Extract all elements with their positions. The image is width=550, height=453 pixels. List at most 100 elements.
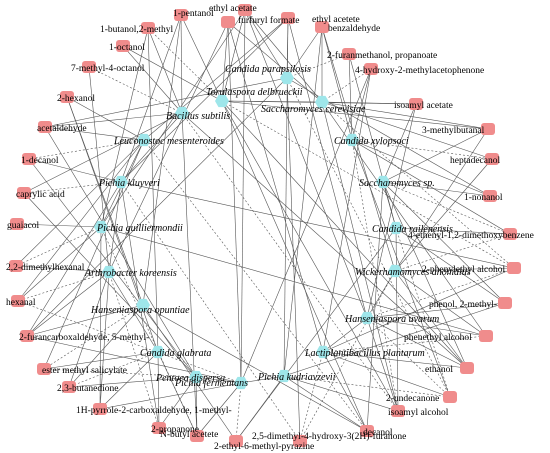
microbe-node-hanseniaspora-opuntiae — [136, 298, 150, 312]
edge-arthrobacter-koreensis-2-furancarboxaldehyde-5-methyl — [26, 271, 110, 337]
edge-hanseniaspora-uvarum-ethyl-acetete — [287, 17, 368, 319]
compound-label-1-decanol: 1-decanol — [21, 156, 59, 166]
edge-lactiplantibacillus-plantarum-2-phenylethyl-alcohol — [322, 267, 515, 353]
edge-arthrobacter-koreensis-7-methyl-4-octanol — [88, 66, 110, 273]
compound-node-2-undecanone — [443, 391, 457, 403]
edge-lactiplantibacillus-plantarum-phenethyl-alcohol — [322, 335, 487, 353]
edge-leuconostoc-mesenteroides-decanol — [143, 139, 368, 432]
compound-node-4-hydroxy-2-methylacetophenone — [364, 63, 378, 75]
edge-candida-railenensis-2-ethyl-6-methyl-pyrazine — [235, 227, 397, 442]
edge-leuconostoc-mesenteroides-ethyl-acetete — [143, 17, 289, 141]
microbe-label-saccharomyces-sp: Saccharomyces sp. — [359, 178, 435, 189]
microbe-node-saccharomyces-cerevisiae — [315, 95, 329, 109]
microbe-label-lactiplantibacillus-plantarum: Lactiplantibacillus plantarum — [304, 348, 425, 359]
edge-wickerhamomyces-anomalus-2-5-dimethyl-4-hydroxy-3-2h-furanone — [299, 270, 396, 442]
edge-wickerhamomyces-anomalus-phenethyl-alcohol — [394, 270, 487, 337]
edge-pichia-guilliermondii-2-2-dimethylhexanal — [15, 226, 102, 267]
edge-candida-glabrata-1h-pyrrole-2-carboxaldehyde-1-methyl — [99, 351, 159, 410]
edge-bacillus-subtilis-acetaldehyde — [44, 112, 183, 128]
edge-arthrobacter-koreensis-candida-glabrata — [108, 271, 159, 353]
edge-bacillus-subtilis-ethanol — [181, 112, 468, 369]
edge-torulaspora-delbrueckii-isoamyl-alcohol — [221, 100, 399, 412]
edge-pichia-kluyveri-caprylic-acid — [23, 181, 122, 194]
compound-label-7-methyl-4-octanol: 7-methyl-4-octanol — [71, 64, 145, 74]
edge-pichia-kudriavzevii-2-ethyl-6-methyl-pyrazine — [235, 375, 285, 442]
edge-pentoea-dispersa-acetaldehyde — [44, 126, 197, 378]
edge-hanseniaspora-uvarum-phenol-2-methyl — [366, 302, 506, 319]
edge-pichia-guilliermondii-guaiacol — [16, 223, 102, 228]
edge-leuconostoc-mesenteroides-hexanal — [17, 139, 145, 302]
edge-pichia-kudriavzevii-pichia-fermentans — [240, 375, 285, 384]
edge-pentoea-dispersa-2-propanone — [158, 376, 197, 429]
compound-label-acetaldehyde: acetaldehyde — [37, 124, 87, 134]
compound-label-1-octanol: 1-octanol — [109, 43, 145, 53]
compound-label-isoamyl-acetate: isoamyl acetate — [394, 101, 453, 111]
edge-candida-glabrata-ester-methyl-salicylate — [43, 351, 159, 370]
edge-hanseniaspora-uvarum-phenethyl-alcohol — [366, 317, 487, 337]
edge-arthrobacter-koreensis-furfuryl-formate — [108, 21, 229, 273]
edge-pichia-guilliermondii-1-butanol-2-methyl — [100, 27, 149, 228]
microbe-node-torulaspora-delbrueckii — [215, 94, 229, 108]
edge-pichia-fermentans-2-ethyl-6-methyl-pyrazine — [235, 382, 242, 442]
compound-node-guaiacol — [10, 218, 24, 230]
compound-node-hexanal — [11, 295, 25, 307]
edge-wickerhamomyces-anomalus-3-methylbutanal — [394, 128, 489, 272]
microbe-node-pichia-kudriavzevii — [277, 369, 291, 383]
compound-node-2-phenylethyl-alcohol — [507, 262, 521, 274]
edge-arthrobacter-koreensis-2-propanone — [108, 271, 160, 429]
edge-saccharomyces-sp-ethanol — [382, 181, 468, 369]
microbe-node-lactiplantibacillus-plantarum — [316, 345, 330, 359]
microbe-label-wickerhamomyces-anomalus: Wickerhamomyces anomalus — [355, 267, 471, 278]
edge-saccharomyces-cerevisiae-3-methylbutanal — [321, 101, 489, 130]
compound-label-2-3-butanedione: 2,3-butanedione — [57, 384, 118, 394]
microbe-label-candida-parapsilosis: Candida parapsilosis — [225, 64, 311, 75]
compound-node-1-pentanol — [174, 9, 188, 21]
compound-label-benzaldehyde: benzaldehyde — [328, 24, 380, 34]
edge-hanseniaspora-uvarum-lactiplantibacillus-plantarum — [322, 317, 368, 353]
edge-saccharomyces-sp-candida-railenensis — [382, 181, 397, 229]
compound-label-decanol: decanol — [363, 428, 393, 438]
compound-label-1-nonanol: 1-nonanol — [464, 193, 503, 203]
edge-torulaspora-delbrueckii-1-pentanol — [180, 14, 223, 102]
edge-pentoea-dispersa-2-3-butanedione — [68, 376, 197, 388]
microbe-node-hanseniaspora-uvarum — [360, 311, 374, 325]
edge-saccharomyces-sp-1-nonanol — [382, 181, 491, 197]
edge-wickerhamomyces-anomalus-4-ethenyl-1-2-dimethoxybenzene — [394, 233, 511, 272]
microbe-label-pichia-guilliermondii: Pichia guilliermondii — [96, 223, 183, 234]
edge-torulaspora-delbrueckii-ethanol — [221, 100, 468, 369]
edge-pichia-fermentans-1h-pyrrole-2-carboxaldehyde-1-methyl — [99, 382, 242, 410]
edge-hanseniaspora-uvarum-ethyl-acetate — [244, 9, 368, 319]
compound-label-ethanol: ethanol — [425, 365, 453, 375]
edge-wickerhamomyces-anomalus-hanseniaspora-uvarum — [366, 270, 396, 319]
edge-saccharomyces-cerevisiae-ethyl-acetate — [244, 9, 323, 103]
microbe-label-candida-glabrata: Candida glabrata — [140, 348, 211, 359]
compound-label-2-2-dimethylhexanal: 2,2-dimethylhexanal — [6, 263, 85, 273]
compound-node-ethanol — [460, 362, 474, 374]
edge-pichia-kluyveri-arthrobacter-koreensis — [108, 181, 122, 273]
compound-label-ethyl-acetete: ethyl acetete — [312, 15, 360, 25]
compound-node-ester-methyl-salicylate — [37, 363, 51, 375]
microbe-label-pichia-kluyveri: Pichia kluyveri — [98, 178, 160, 189]
compound-node-2-hexanol — [60, 91, 74, 103]
network-edges — [15, 9, 515, 442]
edge-candida-railenensis-4-ethenyl-1-2-dimethoxybenzene — [395, 227, 511, 235]
edge-lactiplantibacillus-plantarum-furfuryl-formate — [227, 21, 324, 353]
microbe-label-pichia-kudriavzevii: Pichia kudriavzevii — [257, 372, 336, 383]
microbe-nodes — [94, 71, 403, 390]
microbe-node-pichia-kluyveri — [114, 175, 128, 189]
edge-hanseniaspora-opuntiae-2-3-butanedione — [68, 304, 144, 388]
edge-torulaspora-delbrueckii-ethyl-acetate — [221, 9, 246, 102]
compound-node-ethyl-acetete — [281, 12, 295, 24]
edge-hanseniaspora-opuntiae-2-furancarboxaldehyde-5-methyl — [26, 304, 144, 337]
edge-wickerhamomyces-anomalus-2-phenylethyl-alcohol — [394, 267, 515, 272]
compound-label-2-furanmethanol-propanoate: 2-furanmethanol, propanoate — [327, 50, 437, 61]
edge-pichia-guilliermondii-hexanal — [17, 226, 102, 302]
compound-node-phenol-2-methyl — [498, 297, 512, 309]
edge-pentoea-dispersa-pichia-fermentans — [195, 376, 242, 384]
edge-pichia-fermentans-ethyl-acetate — [240, 9, 246, 384]
compound-node-2-propanone — [152, 422, 166, 434]
microbe-label-hanseniaspora-opuntiae: Hanseniaspora opuntiae — [90, 305, 190, 316]
compound-node-isoamyl-alcohol — [391, 405, 405, 417]
edge-pichia-kluyveri-2-5-dimethyl-4-hydroxy-3-2h-furanone — [120, 181, 301, 442]
